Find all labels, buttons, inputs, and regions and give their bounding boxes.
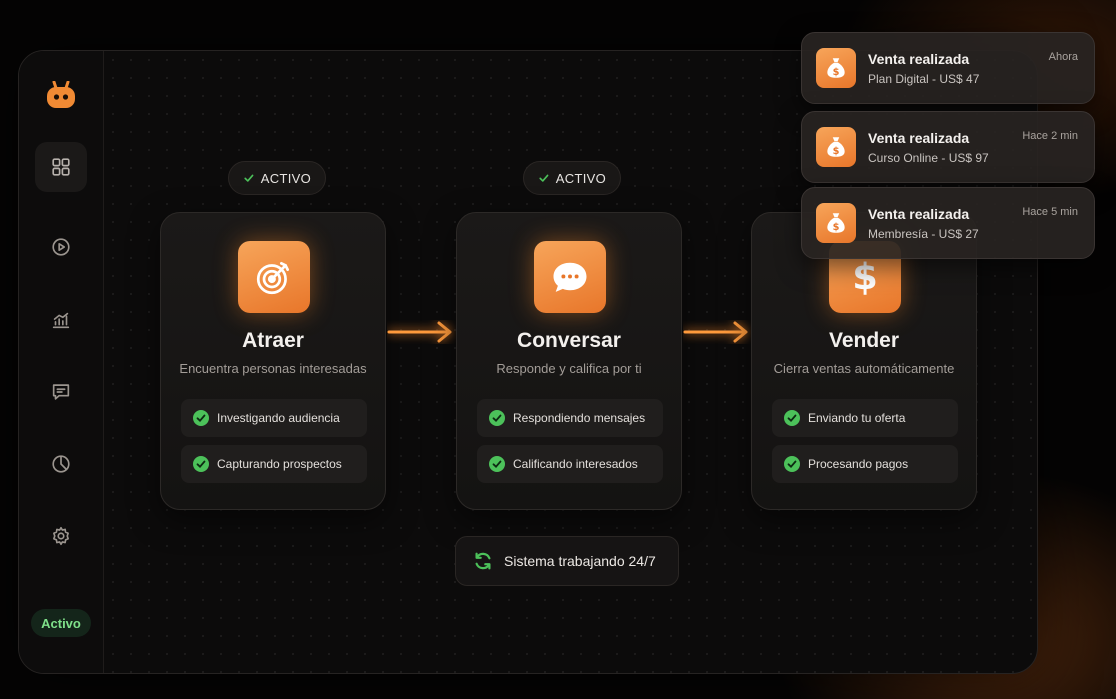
sidebar-item-reports[interactable] — [35, 439, 87, 489]
step-subtitle: Responde y califica por ti — [496, 361, 642, 376]
notification-detail: Membresía - US$ 27 — [868, 227, 979, 241]
chat-icon — [52, 384, 70, 400]
task-label: Respondiendo mensajes — [513, 411, 646, 425]
sidebar-item-dashboard[interactable] — [35, 142, 87, 192]
check-circle-icon — [489, 456, 505, 472]
step-card-atraer[interactable]: Atraer Encuentra personas interesadas In… — [160, 212, 386, 510]
notification-card[interactable]: $ Venta realizada Curso Online - US$ 97 … — [801, 111, 1095, 183]
notification-detail: Curso Online - US$ 97 — [868, 151, 989, 165]
sidebar-item-analytics[interactable] — [35, 295, 87, 345]
step-subtitle: Encuentra personas interesadas — [179, 361, 367, 376]
step-title: Conversar — [517, 329, 621, 352]
notification-card[interactable]: $ Venta realizada Plan Digital - US$ 47 … — [801, 32, 1095, 104]
step-card-conversar[interactable]: Conversar Responde y califica por ti Res… — [456, 212, 682, 510]
step-card-vender[interactable]: $ Vender Cierra ventas automáticamente E… — [751, 212, 977, 510]
notification-time: Hace 2 min — [1022, 130, 1078, 142]
task-item: Procesando pagos — [772, 445, 958, 483]
money-bag-icon: $ — [816, 203, 856, 243]
step-subtitle: Cierra ventas automáticamente — [773, 361, 955, 376]
system-status-label: Sistema trabajando 24/7 — [504, 553, 656, 569]
status-badge: Activo — [31, 609, 91, 637]
refresh-icon — [475, 552, 491, 570]
step-title: Vender — [828, 329, 900, 352]
badge-label: ACTIVO — [555, 170, 606, 186]
notification-title: Venta realizada — [868, 130, 970, 146]
check-circle-icon — [784, 456, 800, 472]
task-label: Investigando audiencia — [217, 411, 340, 425]
sidebar-item-messages[interactable] — [35, 367, 87, 417]
target-icon — [238, 241, 310, 313]
pie-chart-icon — [52, 455, 70, 473]
notification-time: Ahora — [1048, 51, 1078, 63]
money-bag-icon: $ — [816, 127, 856, 167]
step-status-badge: ACTIVO — [228, 161, 326, 195]
svg-text:$: $ — [833, 67, 840, 78]
task-item: Calificando interesados — [477, 445, 663, 483]
task-item: Investigando audiencia — [181, 399, 367, 437]
check-circle-icon — [784, 410, 800, 426]
task-label: Procesando pagos — [808, 457, 909, 471]
check-circle-icon — [489, 410, 505, 426]
task-label: Calificando interesados — [513, 457, 638, 471]
svg-text:$: $ — [852, 256, 878, 299]
logo-icon — [47, 81, 75, 108]
chart-icon — [52, 312, 70, 329]
money-bag-icon: $ — [816, 48, 856, 88]
svg-text:$: $ — [833, 222, 840, 233]
task-label: Enviando tu oferta — [808, 411, 906, 425]
check-circle-icon — [193, 456, 209, 472]
notification-title: Venta realizada — [868, 51, 970, 67]
gear-icon — [53, 526, 69, 546]
notification-title: Venta realizada — [868, 206, 970, 222]
check-circle-icon — [193, 410, 209, 426]
task-item: Respondiendo mensajes — [477, 399, 663, 437]
task-label: Capturando prospectos — [217, 457, 342, 471]
chat-bubble-icon — [534, 241, 606, 313]
check-icon — [244, 174, 254, 182]
badge-label: ACTIVO — [260, 170, 311, 186]
arrow-right-icon — [683, 321, 748, 343]
task-item: Enviando tu oferta — [772, 399, 958, 437]
sidebar-item-settings[interactable] — [35, 511, 87, 561]
step-status-badge: ACTIVO — [523, 161, 621, 195]
system-status-pill: Sistema trabajando 24/7 — [455, 536, 679, 586]
sidebar: Activo — [19, 51, 104, 673]
grid-icon — [52, 158, 70, 176]
notification-time: Hace 5 min — [1022, 206, 1078, 218]
step-title: Atraer — [242, 329, 304, 352]
check-icon — [539, 174, 549, 182]
notification-card[interactable]: $ Venta realizada Membresía - US$ 27 Hac… — [801, 187, 1095, 259]
sidebar-item-play[interactable] — [35, 222, 87, 272]
svg-text:$: $ — [833, 146, 840, 157]
arrow-right-icon — [387, 321, 452, 343]
notification-detail: Plan Digital - US$ 47 — [868, 72, 980, 86]
play-icon — [52, 238, 70, 256]
task-item: Capturando prospectos — [181, 445, 367, 483]
